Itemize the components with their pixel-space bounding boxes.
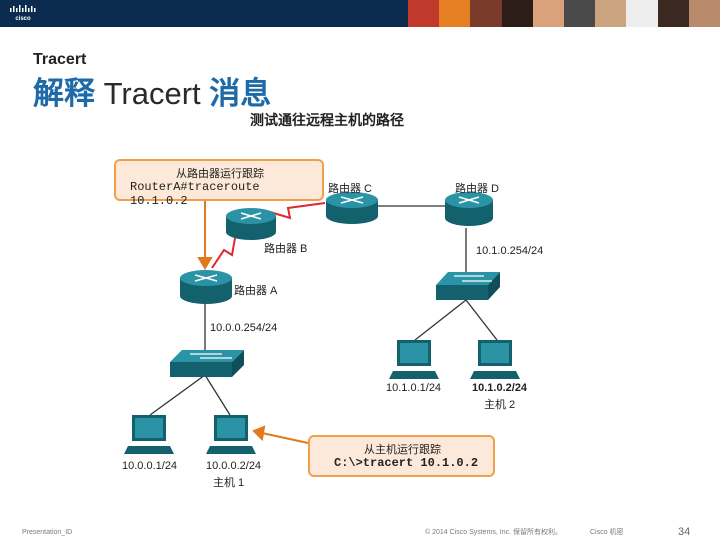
router-a-icon (180, 270, 232, 304)
router-c-label: 路由器 C (328, 183, 372, 195)
page-title: 解释 Tracert 消息 (33, 68, 271, 113)
title-en-part: Tracert (95, 76, 210, 111)
router-traceroute-callout: 从路由器运行跟踪 RouterA#traceroute 10.1.0.2 (114, 159, 324, 208)
host-tracert-callout: 从主机运行跟踪 C:\>tracert 10.1.0.2 (308, 435, 495, 477)
serial-link-B-A (211, 237, 236, 269)
switch-d-icon (436, 272, 500, 300)
footer-presentation-id: Presentation_ID (22, 529, 73, 536)
banner-photo-5 (532, 0, 565, 27)
banner-photo-strip (408, 0, 720, 27)
router-b-icon (226, 208, 276, 240)
banner-photo-10 (688, 0, 720, 27)
cisco-logo: cisco (10, 5, 36, 22)
footer-copyright: © 2014 Cisco Systems, Inc. 保留所有权利。 (425, 529, 563, 536)
router-b-label: 路由器 B (264, 243, 308, 255)
banner-photo-9 (657, 0, 689, 27)
arrow-box2-to-pc2 (261, 432, 309, 444)
page-number: 34 (678, 526, 691, 538)
pc3-icon (389, 340, 439, 379)
router-d-icon (445, 192, 493, 226)
link-switchA-pc2 (204, 374, 231, 416)
banner-photo-1 (408, 0, 440, 27)
banner-photo-2 (439, 0, 471, 27)
slide-subtitle: Tracert (33, 51, 87, 68)
serial-link-B-C (269, 202, 326, 220)
title-cn-part: 解释 (33, 76, 95, 111)
pc4-icon (470, 340, 520, 379)
diagram-title: 测试通往远程主机的路径 (250, 112, 404, 128)
pc1-ip: 10.0.0.1/24 (122, 460, 178, 472)
router-a-ip: 10.0.0.254/24 (210, 322, 278, 334)
router-c-icon (326, 192, 378, 224)
arrow-head-2 (252, 425, 266, 442)
link-switchD-pc4 (465, 299, 498, 341)
pc4-host-label: 主机 2 (484, 399, 516, 411)
footer-confidential: Cisco 机密 (590, 529, 624, 536)
pc3-ip: 10.1.0.1/24 (386, 382, 442, 394)
router-d-ip: 10.1.0.254/24 (476, 245, 544, 257)
banner-photo-3 (470, 0, 502, 27)
pc1-host-label: 主机 1 (213, 477, 245, 489)
callout-1-command: RouterA#traceroute 10.1.0.2 (130, 180, 260, 208)
pc4-ip: 10.1.0.2/24 (472, 382, 528, 394)
callout-1-title: 从路由器运行跟踪 (176, 167, 264, 180)
pc1-icon (124, 415, 174, 454)
router-a-label: 路由器 A (234, 285, 278, 297)
pc2-ip: 10.0.0.2/24 (206, 460, 262, 472)
banner-photo-6 (564, 0, 596, 27)
title-cn-part-2: 消息 (209, 76, 272, 111)
link-switchA-pc1 (149, 374, 206, 416)
link-switchD-pc3 (414, 299, 467, 341)
banner-photo-4 (501, 0, 533, 27)
svg-text:cisco: cisco (15, 16, 31, 22)
banner-photo-7 (595, 0, 627, 27)
banner-photo-8 (626, 0, 658, 27)
arrow-head-1 (197, 257, 213, 270)
router-d-label: 路由器 D (455, 183, 499, 195)
pc2-icon (206, 415, 256, 454)
switch-a-icon (170, 350, 244, 377)
callout-2-title: 从主机运行跟踪 (364, 443, 441, 456)
callout-2-command: C:\>tracert 10.1.0.2 (334, 456, 479, 470)
top-banner: cisco (0, 0, 720, 27)
